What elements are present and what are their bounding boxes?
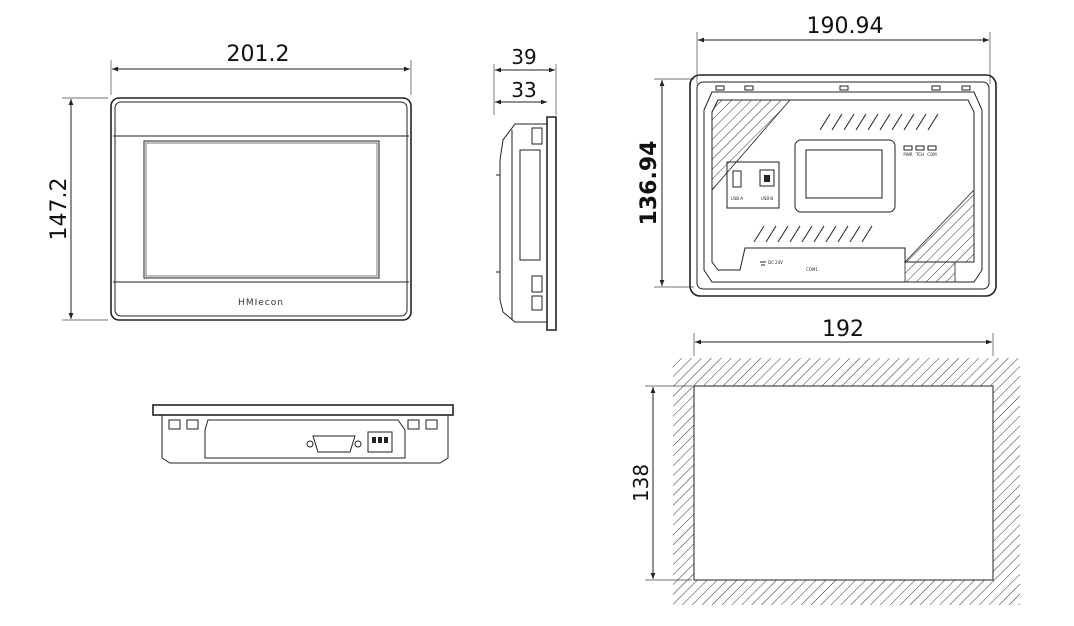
vent-slot: [813, 225, 825, 243]
bottom-clip-1: [168, 419, 181, 430]
vent-slot: [819, 113, 831, 131]
vent-slot: [843, 113, 855, 131]
front-bezel-inner: [114, 101, 408, 317]
cutout-width-label: 192: [822, 317, 864, 342]
rear-label-window: [805, 149, 883, 199]
cutout-height-label: 138: [629, 464, 653, 502]
vent-slot: [801, 225, 813, 243]
brand-logo: HMIecon: [238, 298, 284, 308]
side-clip-mid: [531, 275, 543, 293]
usb-a-port-icon: [732, 170, 742, 188]
indicator-label: TCH: [915, 152, 924, 157]
vent-slot: [861, 225, 873, 243]
rear-clip: [715, 85, 725, 91]
vent-slot: [915, 113, 927, 131]
side-depth-outer-label: 39: [511, 45, 536, 69]
rear-vents-top: [819, 113, 939, 131]
rear-clip: [961, 85, 971, 91]
bottom-view: [152, 404, 454, 464]
side-recess: [519, 149, 541, 261]
vent-slot: [927, 113, 939, 131]
vent-slot: [903, 113, 915, 131]
rear-clip: [931, 85, 941, 91]
side-depth-inner-label: 33: [511, 78, 536, 102]
bottom-clip-4: [425, 419, 438, 430]
vent-slot: [765, 225, 777, 243]
rear-height-label: 136.94: [637, 141, 662, 226]
rear-bezel-inner: [696, 81, 990, 290]
vent-slot: [837, 225, 849, 243]
com-label: COM1: [806, 267, 818, 272]
bottom-clip-3: [407, 419, 420, 430]
rear-clip: [839, 85, 849, 91]
db9-connector-icon: [312, 435, 356, 453]
rear-housing-inner: [711, 99, 975, 271]
indicator-tch-icon: [915, 145, 925, 151]
rear-vents-bottom: [753, 225, 873, 243]
rear-view: 190.94 136.94: [637, 14, 997, 297]
vent-slot: [867, 113, 879, 131]
usb-b-port-core: [764, 175, 770, 182]
vent-slot: [825, 225, 837, 243]
vent-slot: [777, 225, 789, 243]
side-bezel: [546, 116, 557, 331]
bottom-bezel: [152, 404, 454, 416]
vent-slot: [831, 113, 843, 131]
indicator-label: COM: [927, 152, 937, 157]
front-view: 201.2 147.2 HMIecon: [47, 42, 412, 321]
indicator-com-icon: [927, 145, 937, 151]
power-terminal-icon: [367, 431, 393, 453]
db9-screw-right: [354, 440, 362, 448]
rear-label-panel: [794, 139, 896, 213]
indicator-label: PWR: [903, 152, 912, 157]
front-bezel: [110, 97, 412, 321]
vent-slot: [753, 225, 765, 243]
cutout-opening: [693, 385, 994, 581]
front-width-label: 201.2: [227, 42, 290, 67]
panel-cutout-view: 192 138: [629, 317, 1020, 605]
bottom-housing: [161, 415, 449, 464]
side-view: 39 33: [493, 45, 557, 331]
rear-bezel: [689, 74, 997, 297]
side-clip-bottom: [531, 295, 543, 311]
usb-b-label: USB-B: [761, 196, 774, 201]
cutout-panel-hatch: [673, 358, 1020, 605]
vent-slot: [891, 113, 903, 131]
power-label: DC 24V: [768, 260, 783, 265]
side-clip-top: [531, 127, 543, 145]
rear-housing: [703, 91, 983, 283]
rear-hatch-top-left: [711, 99, 791, 192]
terminal-pin-2: [378, 437, 382, 443]
vent-slot: [849, 225, 861, 243]
indicator-pwr-icon: [903, 145, 913, 151]
bottom-recess: [204, 419, 406, 459]
usb-port-panel: [726, 161, 780, 209]
terminal-pin-3: [384, 437, 388, 443]
rear-hatch-bottom-right: [904, 189, 975, 283]
vent-slot: [879, 113, 891, 131]
usb-b-port-icon: [759, 169, 775, 187]
rear-width-label: 190.94: [807, 14, 884, 39]
bottom-clip-2: [186, 419, 199, 430]
rear-clip: [744, 85, 754, 91]
front-screen: [143, 140, 380, 279]
db9-screw-left: [306, 440, 314, 448]
front-screen-inner: [145, 142, 378, 277]
vent-slot: [855, 113, 867, 131]
vent-slot: [789, 225, 801, 243]
side-housing: [499, 123, 547, 323]
front-height-label: 147.2: [47, 178, 72, 241]
terminal-pin-1: [372, 437, 376, 443]
usb-a-label: USB-A: [731, 196, 744, 201]
